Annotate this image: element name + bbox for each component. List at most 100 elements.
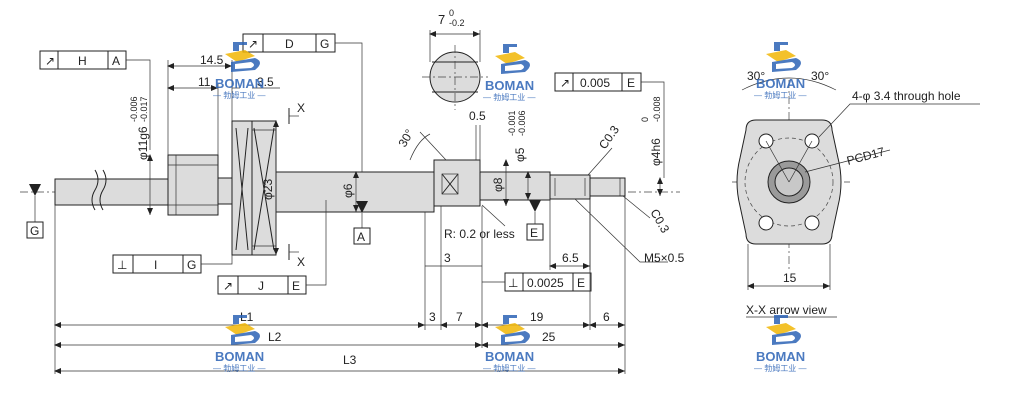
- datum-a: A: [353, 201, 371, 245]
- tolerance-frame-perp: ⊥ 0.0025 E: [482, 272, 592, 292]
- frame-value: J: [258, 279, 264, 293]
- logo-sub: — 勃姆工业 —: [754, 363, 806, 373]
- tolerance-frame-i: ⊥ I G: [112, 254, 233, 274]
- holes-note: 4-φ 3.4 through hole: [852, 89, 961, 103]
- dim-l2: L2: [268, 330, 282, 344]
- frame-datum: E: [577, 276, 585, 290]
- mount-hole: [804, 215, 820, 231]
- tol-upper: -0.006: [129, 96, 139, 122]
- frame-value: H: [78, 54, 87, 68]
- frame-value: D: [285, 37, 294, 51]
- screw-shaft: [275, 171, 435, 213]
- runout-symbol: ↗: [45, 54, 55, 68]
- frame-datum: E: [627, 76, 635, 90]
- tol-lower: -0.008: [652, 96, 662, 122]
- runout-symbol: ↗: [560, 76, 570, 90]
- thread-break-mark: [91, 169, 99, 211]
- datum-label: G: [30, 224, 39, 238]
- watermark-logo: BOMAN — 勃姆工业 —: [213, 42, 265, 100]
- dim-c0-3-bottom: C0.3: [647, 207, 672, 236]
- datum-label: A: [357, 230, 365, 244]
- section-label: X: [297, 255, 305, 269]
- frame-value: 0.005: [580, 76, 610, 90]
- datum-g: G: [26, 184, 44, 239]
- view-caption: X-X arrow view: [746, 303, 827, 317]
- dim-3-small: 3: [444, 251, 451, 265]
- dim-phi8: φ8: [491, 177, 505, 192]
- watermark-logo: BOMAN — 勃姆工业 —: [754, 315, 806, 373]
- dim-7: 7: [438, 12, 445, 27]
- dim-c0-3-top: C0.3: [596, 123, 622, 152]
- shaft-tip: [589, 177, 626, 197]
- tolerance-frame-j: ↗ J E: [217, 200, 327, 295]
- dim-l3: L3: [343, 353, 357, 367]
- logo-brand: BOMAN: [756, 76, 805, 91]
- logo-brand: BOMAN: [215, 76, 264, 91]
- logo-sub: — 勃姆工业 —: [754, 90, 806, 100]
- frame-datum: G: [187, 258, 196, 272]
- runout-symbol: ↗: [248, 37, 258, 51]
- section-label: X: [297, 101, 305, 115]
- watermark-logo: BOMAN — 勃姆工业 —: [213, 315, 265, 373]
- thread-break-mark-2: [99, 169, 107, 211]
- dim-3-5: 3.5: [257, 75, 274, 89]
- runout-symbol: ↗: [223, 279, 233, 293]
- dim-7-bottom: 7: [456, 310, 463, 324]
- support-shoulder: [433, 159, 481, 207]
- logo-sub: — 勃姆工业 —: [483, 363, 535, 373]
- radius-note: R: 0.2 or less: [444, 227, 515, 241]
- dim-19: 19: [530, 310, 544, 324]
- frame-value: 0.0025: [527, 276, 564, 290]
- perpendicularity-symbol: ⊥: [508, 276, 518, 290]
- dim-phi4h6: φ4h6: [649, 138, 663, 166]
- frame-value: I: [154, 258, 157, 272]
- section-mark-x: X X: [288, 101, 305, 269]
- logo-brand: BOMAN: [485, 78, 534, 93]
- angle-left: 30°: [747, 69, 765, 83]
- logo-brand: BOMAN: [485, 349, 534, 364]
- datum-e: E: [526, 200, 544, 241]
- dim-11: 11: [198, 75, 211, 89]
- nut-body: [167, 154, 219, 216]
- dimensions-bottom: L1 3 7 19 6 L2 25 L3: [54, 196, 626, 374]
- dim-25: 25: [542, 330, 556, 344]
- dim-6: 6: [603, 310, 610, 324]
- watermark-logo: BOMAN — 勃姆工业 —: [483, 315, 535, 373]
- tol-upper: -0.001: [507, 110, 517, 136]
- logo-sub: — 勃姆工业 —: [483, 92, 535, 102]
- angle-right: 30°: [811, 69, 829, 83]
- thread-section: [549, 174, 591, 200]
- dim-phi23: φ23: [261, 179, 275, 200]
- datum-label: E: [530, 226, 538, 240]
- dimensions-nut: 14.5 11 3.5 φ11g6 -0.006 -0.017 φ23 φ6: [129, 53, 359, 255]
- pcd-label: PCD17: [845, 144, 886, 168]
- dim-15: 15: [783, 271, 797, 285]
- shaft-left-end: [54, 178, 169, 206]
- frame-datum: A: [112, 54, 120, 68]
- tol-lower: -0.006: [517, 110, 527, 136]
- logo-sub: — 勃姆工业 —: [213, 90, 265, 100]
- dim-phi6: φ6: [341, 183, 355, 198]
- dim-0-5: 0.5: [469, 109, 486, 123]
- dim-14-5: 14.5: [200, 53, 224, 67]
- logo-brand: BOMAN: [756, 349, 805, 364]
- tolerance-frame-d: ↗ D G: [242, 33, 363, 172]
- dim-angle-30: 30°: [395, 127, 416, 150]
- tol-lower: -0.2: [449, 18, 465, 28]
- watermark-logo: BOMAN — 勃姆工业 —: [483, 44, 535, 102]
- logo-sub: — 勃姆工业 —: [213, 363, 265, 373]
- frame-datum: E: [292, 279, 300, 293]
- main-view: [20, 120, 680, 256]
- frame-datum: G: [320, 37, 329, 51]
- tolerance-frame-tip: ↗ 0.005 E: [554, 72, 665, 178]
- dim-3: 3: [429, 310, 436, 324]
- tolerance-frame-h: ↗ H A: [39, 50, 151, 150]
- tol-upper: 0: [449, 8, 454, 18]
- logo-brand: BOMAN: [215, 349, 264, 364]
- tol-upper: 0: [640, 117, 650, 122]
- dim-phi5: φ5: [513, 147, 527, 162]
- dim-6-5: 6.5: [562, 251, 579, 265]
- tol-lower: -0.017: [139, 96, 149, 122]
- mount-hole: [758, 215, 774, 231]
